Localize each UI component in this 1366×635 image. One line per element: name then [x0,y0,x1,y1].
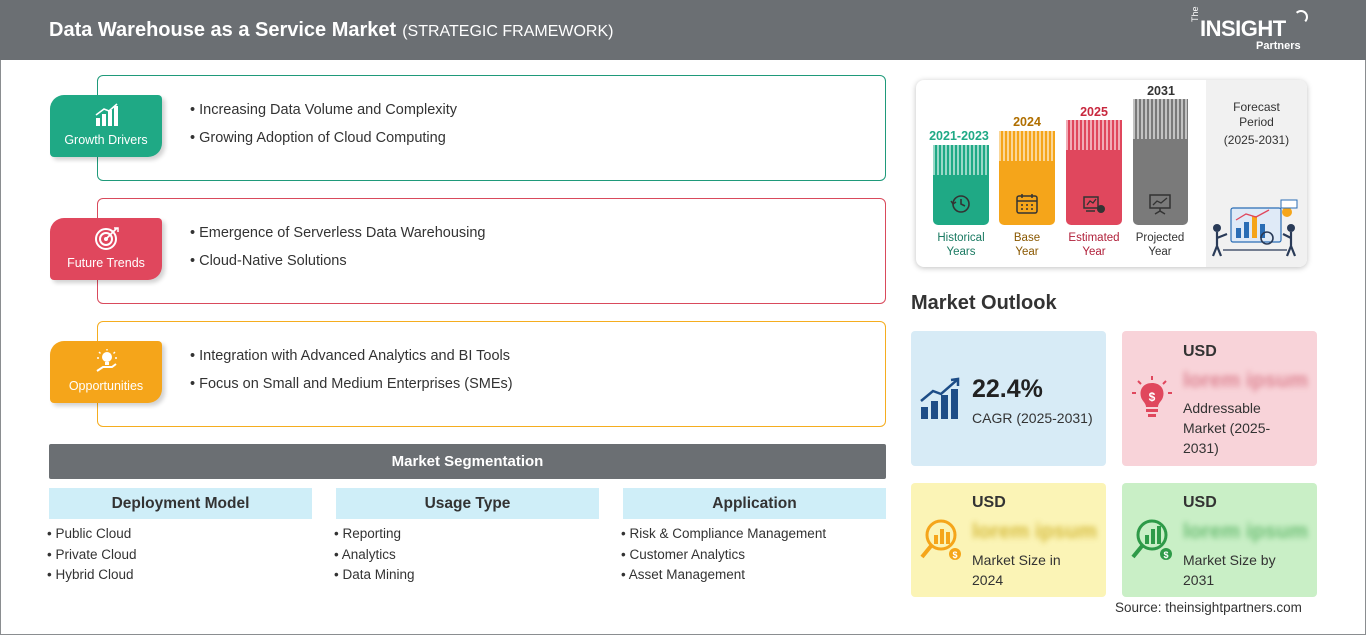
year-label-base: 2024 [1013,115,1041,129]
list-item: Integration with Advanced Analytics and … [190,342,513,370]
magnifier-chart-icon: $ [920,519,961,560]
magnifier-growth-icon: $ [1131,519,1172,560]
bar-base [999,131,1055,225]
forecast-period-label: Forecast Period [1233,100,1280,129]
market-outlook-title: Market Outlook [911,292,1057,314]
list-item: Hybrid Cloud [47,565,137,586]
segment-list-usage: Reporting Analytics Data Mining [334,524,415,586]
market-size-2024-label: Market Size in 2024 [972,552,1061,588]
svg-text:$: $ [1163,550,1168,560]
list-item: Risk & Compliance Management [621,524,826,545]
segment-heading-application: Application [623,488,886,519]
cagr-value: 22.4% [972,375,1043,403]
presentation-icon [1149,194,1171,215]
year-label-estimated: 2025 [1080,105,1108,119]
logo-the: The [1190,6,1200,22]
lightbulb-dollar-icon: $ [1132,376,1172,417]
target-icon [95,227,119,250]
analytics-illustration-icon [1211,199,1298,257]
logo-partners: Partners [1256,40,1301,52]
badge-label: Growth Drivers [64,133,148,147]
opportunities-badge: Opportunities [50,341,162,403]
badge-label: Future Trends [67,256,145,270]
estimate-icon [1083,196,1105,213]
usd-label: USD [1183,494,1217,511]
list-item: Growing Adoption of Cloud Computing [190,124,457,152]
list-item: Public Cloud [47,524,137,545]
bar-projected [1133,99,1188,225]
list-item: Analytics [334,545,415,566]
blurred-value: lorem ipsum [1183,520,1308,543]
svg-text:$: $ [1149,390,1156,404]
addressable-market-label: Addressable Market (2025-2031) [1183,400,1271,456]
insight-partners-logo: The INSIGHT Partners [1190,6,1310,54]
bar-growth-icon [95,103,118,126]
growth-drivers-box: Increasing Data Volume and Complexity Gr… [97,75,886,181]
cagr-label: CAGR (2025-2031) [972,410,1093,426]
list-item: Data Mining [334,565,414,586]
usd-label: USD [972,494,1006,511]
addressable-market-card: USD lorem ipsum $ Addressable Market (20… [1122,331,1317,466]
list-item: Reporting [334,524,415,545]
future-trends-list: Emergence of Serverless Data Warehousing… [190,219,485,275]
market-size-2024-card: USD lorem ipsum $ Market Size in 2024 [911,483,1106,597]
svg-text:$: $ [952,550,957,560]
logo-swoosh-icon [1294,10,1308,24]
opportunities-box: Integration with Advanced Analytics and … [97,321,886,427]
calendar-icon [1016,194,1038,214]
future-trends-box: Emergence of Serverless Data Warehousing… [97,198,886,304]
growth-drivers-badge: Growth Drivers [50,95,162,157]
year-label-projected: 2031 [1147,84,1175,98]
header-bar: Data Warehouse as a Service Market(STRAT… [0,0,1366,60]
segment-list-application: Risk & Compliance Management Customer An… [621,524,826,586]
list-item: Focus on Small and Medium Enterprises (S… [190,370,512,398]
market-size-2031-label: Market Size by 2031 [1183,552,1276,588]
source-text: Source: theinsightpartners.com [1115,600,1302,615]
badge-label: Opportunities [68,379,144,393]
future-trends-badge: Future Trends [50,218,162,280]
blurred-value: lorem ipsum [1183,369,1308,392]
segment-list-deployment: Public Cloud Private Cloud Hybrid Cloud [47,524,137,586]
usd-label: USD [1183,343,1217,360]
market-size-2031-card: USD lorem ipsum $ Market Size by 2031 [1122,483,1317,597]
list-item: Emergence of Serverless Data Warehousing [190,219,485,247]
list-item: Increasing Data Volume and Complexity [190,96,457,124]
blurred-value: lorem ipsum [972,520,1097,543]
forecast-period-range: (2025-2031) [1223,133,1290,147]
list-item: Private Cloud [47,545,136,566]
page-subtitle: (STRATEGIC FRAMEWORK) [402,23,614,40]
segment-heading-deployment: Deployment Model [49,488,312,519]
opportunities-list: Integration with Advanced Analytics and … [190,342,513,398]
year-label-historical: 2021-2023 [929,129,989,143]
list-item: Asset Management [621,565,826,586]
segmentation-title: Market Segmentation [49,444,886,479]
history-icon [950,195,970,213]
page-title: Data Warehouse as a Service Market(STRAT… [49,19,614,41]
segment-heading-usage: Usage Type [336,488,599,519]
logo-insight: INSIGHT [1200,16,1286,41]
growth-chart-icon [920,377,960,419]
list-item: Customer Analytics [621,545,826,566]
bar-historical [933,145,989,225]
lightbulb-hand-icon [96,349,117,372]
list-item: Cloud-Native Solutions [190,247,485,275]
growth-drivers-list: Increasing Data Volume and Complexity Gr… [190,96,457,152]
cagr-card: 22.4% CAGR (2025-2031) [911,331,1106,466]
